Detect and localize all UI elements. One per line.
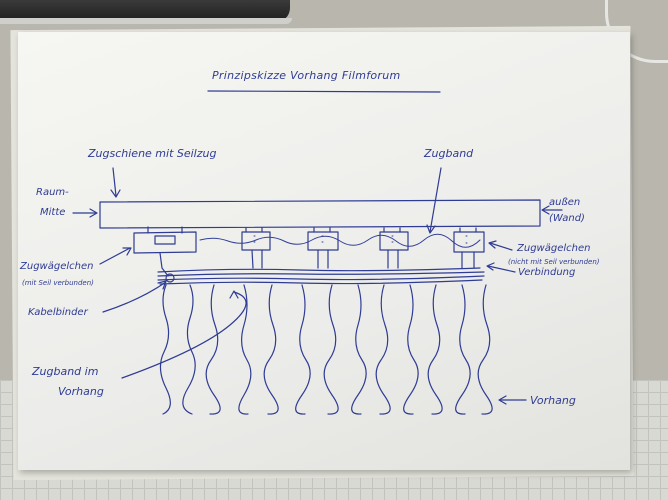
- zugband-im-vorhang-head: [229, 290, 239, 299]
- arrow-zugband: [429, 167, 442, 233]
- label-zugwaegelchen-left: Zugwägelchen: [20, 261, 94, 272]
- arrow-zugband-head: [426, 224, 436, 234]
- zugband-im-vorhang-line: [121, 291, 247, 379]
- laptop-corner: [0, 0, 290, 22]
- kabelbinder-ring: [165, 273, 175, 283]
- sketch-sheet: [18, 32, 630, 470]
- label-zugband-im-vorhang-1: Zugband im: [32, 365, 99, 378]
- label-zugwaegelchen-left-sub: (mit Seil verbunden): [22, 279, 94, 287]
- arrow-aussen-head: [541, 205, 550, 215]
- carriage-3: [307, 227, 339, 269]
- carriage-4: [379, 227, 409, 269]
- curtain-band-4: [159, 279, 483, 285]
- curtain-band-3: [157, 275, 485, 281]
- curtain-band-1: [157, 267, 481, 273]
- label-kabelbinder: Kabelbinder: [28, 307, 88, 318]
- label-vorhang: Vorhang: [530, 394, 576, 407]
- carriage-left-inner: [154, 235, 176, 245]
- curtain-band-2: [157, 271, 485, 277]
- rail-beam: [99, 199, 541, 229]
- label-mitte: Mitte: [40, 207, 66, 218]
- carriage-left-rope: [159, 252, 169, 277]
- carriage-2: [241, 227, 271, 269]
- title-underline: [207, 90, 441, 93]
- laptop-edge: [0, 18, 292, 24]
- arrow-kabelbinder-head: [157, 280, 167, 290]
- arrow-zw-right-head: [488, 240, 497, 249]
- arrow-raum-mitte-head: [89, 208, 98, 218]
- label-zugschiene: Zugschiene mit Seilzug: [88, 147, 217, 160]
- arrow-verbindung: [487, 265, 516, 273]
- label-zugwaegelchen-right: Zugwägelchen: [517, 243, 591, 254]
- label-raum: Raum-: [36, 187, 69, 198]
- arrow-kabelbinder: [102, 281, 167, 313]
- arrow-zw-left: [99, 247, 131, 265]
- arrow-zugschiene-head: [110, 189, 121, 198]
- arrow-verbindung-head: [486, 262, 495, 271]
- arrow-zw-left-head: [122, 247, 132, 256]
- curtain-folds: [159, 284, 493, 415]
- arrow-vorhang-head: [498, 395, 507, 405]
- label-wand: (Wand): [549, 213, 585, 224]
- label-verbindung: Verbindung: [518, 267, 576, 278]
- label-zugband: Zugband: [424, 147, 474, 160]
- arrow-zw-right: [489, 242, 513, 251]
- label-aussen: außen: [549, 197, 581, 208]
- zugband-rope: [199, 233, 481, 248]
- carriage-5: [453, 227, 485, 269]
- label-zugband-im-vorhang-2: Vorhang: [58, 385, 104, 398]
- label-zugwaegelchen-right-sub: (nicht mit Seil verbunden): [508, 258, 600, 266]
- arrow-zugschiene: [112, 167, 117, 197]
- diagram-title: Prinzipskizze Vorhang Filmforum: [212, 69, 401, 82]
- carriage-left: [133, 231, 197, 254]
